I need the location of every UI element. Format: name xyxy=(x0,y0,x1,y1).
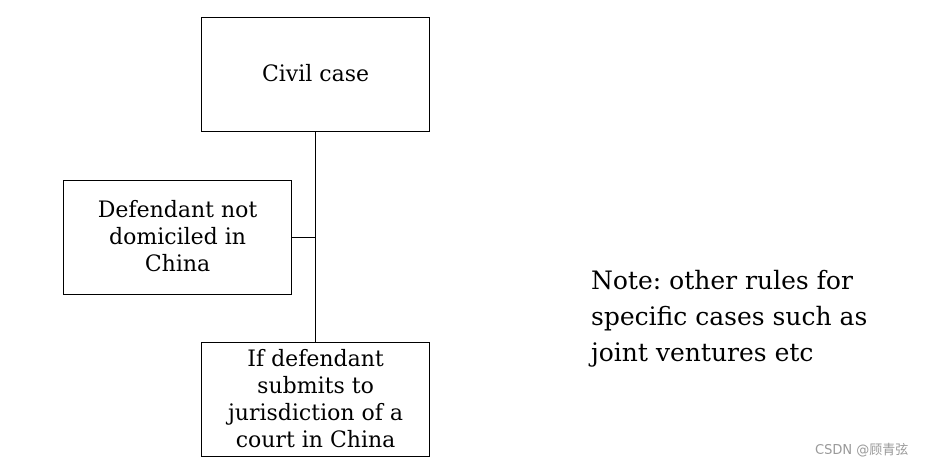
branch-connector-line xyxy=(291,237,316,238)
defendant-submits-box: If defendant submits to jurisdiction of … xyxy=(201,342,430,457)
civil-case-box: Civil case xyxy=(201,17,430,132)
watermark-text: CSDN @顾青弦 xyxy=(815,443,909,458)
defendant-not-domiciled-box: Defendant not domiciled in China xyxy=(63,180,292,295)
note-text: Note: other rules for specific cases suc… xyxy=(591,266,868,367)
